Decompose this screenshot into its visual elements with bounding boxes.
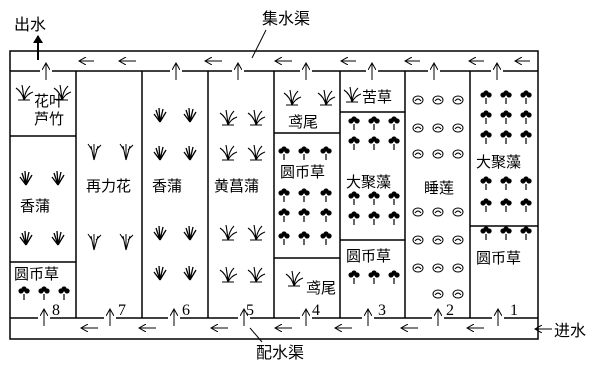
cell-number-2: 2 bbox=[446, 302, 454, 319]
collect-pointer bbox=[251, 29, 267, 59]
cell-dividers bbox=[10, 71, 538, 318]
cell8-top-line2: 芦竹 bbox=[34, 110, 64, 128]
cell-number-4: 4 bbox=[312, 302, 320, 319]
cell-number-1: 1 bbox=[510, 302, 518, 319]
outlet-label: 出水 bbox=[14, 15, 46, 34]
cell8-mid: 香蒲 bbox=[20, 197, 50, 215]
cell4-top: 鸢尾 bbox=[288, 113, 318, 131]
cell1-top: 大聚藻 bbox=[476, 153, 521, 171]
cell-number-7: 7 bbox=[118, 302, 126, 319]
cell-number-5: 5 bbox=[246, 302, 254, 319]
cell4-bot: 鸢尾 bbox=[306, 279, 336, 297]
cell-number-6: 6 bbox=[182, 302, 190, 319]
cell-number-8: 8 bbox=[52, 302, 60, 319]
cell3-top: 苦草 bbox=[362, 88, 392, 106]
cell4-mid: 圆币草 bbox=[280, 163, 325, 181]
cell8-bot: 圆币草 bbox=[14, 265, 59, 283]
distribution-channel-label: 配水渠 bbox=[256, 343, 304, 362]
cell7: 再力花 bbox=[86, 177, 131, 195]
inlet-label: 进水 bbox=[554, 321, 586, 340]
cell2: 睡莲 bbox=[424, 179, 454, 197]
distribution-pointer bbox=[249, 327, 263, 343]
cell3-mid: 大聚藻 bbox=[346, 173, 391, 191]
cell3-bot: 圆币草 bbox=[346, 247, 391, 265]
cell8-top-line1: 花叶 bbox=[34, 92, 64, 110]
cell5: 黄菖蒲 bbox=[214, 177, 259, 195]
cell-inflow-arrows bbox=[44, 310, 498, 326]
cell1-bot: 圆币草 bbox=[476, 249, 521, 267]
cell6: 香蒲 bbox=[152, 177, 182, 195]
cell-number-3: 3 bbox=[378, 302, 386, 319]
cell-outflow-arrows bbox=[46, 64, 497, 80]
collect-channel-label: 集水渠 bbox=[262, 9, 310, 28]
